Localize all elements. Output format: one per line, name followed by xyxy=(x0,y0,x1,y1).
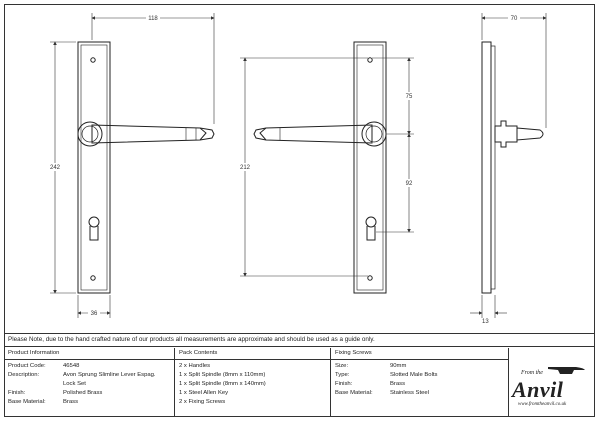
info-row: Base Material: Brass xyxy=(8,398,172,406)
product-information-panel: Product Information Product Code: 46548 … xyxy=(4,348,174,417)
logo-website: www.fromtheanvil.co.uk xyxy=(518,402,567,407)
front-view xyxy=(77,41,215,294)
info-label: Finish: xyxy=(8,390,26,396)
pack-contents-heading: Pack Contents xyxy=(175,348,330,360)
back-rose-inner xyxy=(365,125,383,143)
fixing-screws-panel: Fixing Screws Size: 90mm Type: Slotted M… xyxy=(331,348,508,417)
side-view xyxy=(481,41,544,294)
info-row: Description: Avon Sprung Slimline Lever … xyxy=(8,371,172,379)
screw-row: Finish: Brass xyxy=(335,380,506,388)
back-backplate xyxy=(353,41,387,294)
dim-side-projection: 70 xyxy=(511,16,518,22)
info-label: Description: xyxy=(8,372,40,378)
info-value: Avon Sprung Slimline Lever Espag. xyxy=(63,372,156,378)
front-bottom-screw-hole xyxy=(90,275,96,281)
screw-row: Type: Slotted Male Bolts xyxy=(335,371,506,379)
info-value: Lock Set xyxy=(63,381,86,387)
info-row: Product Code: 46548 xyxy=(8,362,172,370)
screw-value: Brass xyxy=(390,381,406,387)
screw-label: Type: xyxy=(335,372,350,378)
divider xyxy=(330,348,331,417)
back-euro-cylinder-hole xyxy=(365,216,377,241)
info-label: Base Material: xyxy=(8,399,46,405)
front-lever xyxy=(91,124,207,144)
info-label: Product Code: xyxy=(8,363,46,369)
disclaimer-note: Please Note, due to the hand crafted nat… xyxy=(4,333,595,347)
pack-item: 1 x Split Spindle (8mm x 110mm) xyxy=(179,372,266,378)
back-lever xyxy=(259,124,373,144)
pack-item: 2 x Handles xyxy=(179,363,211,369)
info-value: 46548 xyxy=(63,363,80,369)
screw-value: Slotted Male Bolts xyxy=(390,372,438,378)
pack-item: 2 x Fixing Screws xyxy=(179,399,226,405)
fixing-screws-heading: Fixing Screws xyxy=(331,348,508,360)
info-value: Polished Brass xyxy=(63,390,103,396)
back-lever-tip xyxy=(253,127,267,141)
back-backplate-bevel xyxy=(356,44,384,291)
screw-value: Stainless Steel xyxy=(390,390,429,396)
back-view xyxy=(253,41,387,294)
screw-label: Finish: xyxy=(335,381,353,387)
info-row: Finish: Polished Brass xyxy=(8,389,172,397)
screw-row: Base Material: Stainless Steel xyxy=(335,389,506,397)
dim-back-fixing-span: 212 xyxy=(240,165,251,171)
front-top-screw-hole xyxy=(90,57,96,63)
divider xyxy=(174,348,175,417)
front-rose-outer xyxy=(77,121,103,147)
logo-brand: Anvil xyxy=(512,377,564,402)
screw-value: 90mm xyxy=(390,363,407,369)
side-backplate xyxy=(481,41,492,294)
dim-front-height: 242 xyxy=(50,165,61,171)
screw-label: Size: xyxy=(335,363,349,369)
pack-item: 1 x Steel Allen Key xyxy=(179,390,229,396)
front-euro-cylinder-hole xyxy=(88,216,100,241)
dim-side-thickness: 13 xyxy=(482,319,489,325)
drawing-views: 118 242 36 212 75 92 70 13 xyxy=(49,13,547,325)
side-rose xyxy=(494,120,518,148)
divider xyxy=(508,348,509,417)
dim-front-width: 118 xyxy=(148,16,158,22)
info-value: Brass xyxy=(63,399,79,405)
front-backplate-bevel xyxy=(80,44,108,291)
screw-row: Size: 90mm xyxy=(335,362,506,370)
info-row: Lock Set xyxy=(8,380,172,388)
logo-from-text: From the xyxy=(521,370,543,376)
front-rose-inner xyxy=(81,125,99,143)
screw-label: Base Material: xyxy=(335,390,373,396)
side-lever xyxy=(516,127,544,141)
front-backplate xyxy=(77,41,111,294)
dim-front-base-width: 36 xyxy=(91,311,98,317)
back-top-screw-hole xyxy=(367,57,373,63)
product-information-heading: Product Information xyxy=(4,348,174,360)
front-lever-tip xyxy=(199,127,215,141)
pack-item: 1 x Split Spindle (8mm x 140mm) xyxy=(179,381,266,387)
anvil-icon xyxy=(548,367,585,374)
pack-contents-panel: Pack Contents 2 x Handles 1 x Split Spin… xyxy=(175,348,330,417)
dim-back-spindle-offset: 75 xyxy=(406,94,413,100)
dim-back-cylinder-offset: 92 xyxy=(406,181,413,187)
drawing-frame xyxy=(4,4,595,417)
back-bottom-screw-hole xyxy=(367,275,373,281)
